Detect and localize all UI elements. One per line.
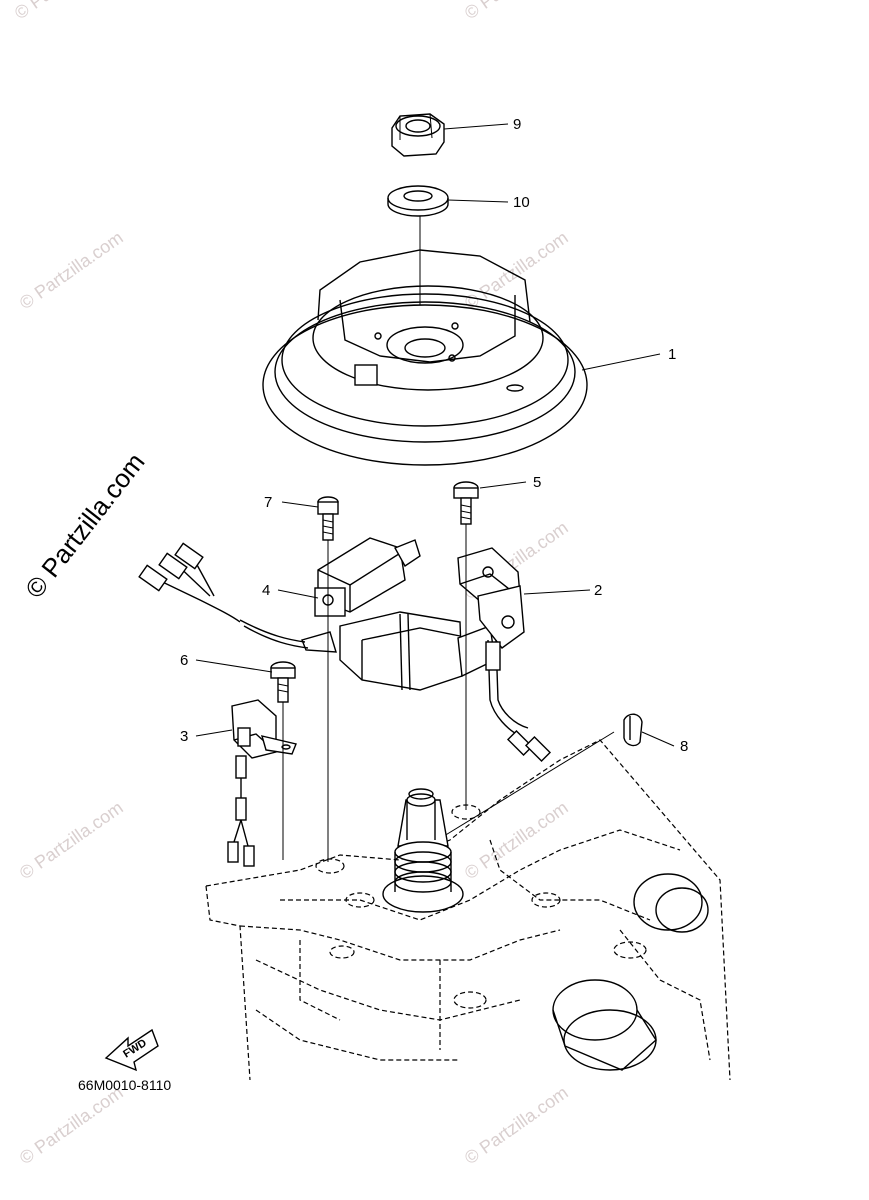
callout-8: 8 <box>680 738 688 755</box>
watermark: © Partzilla.com <box>16 1082 127 1168</box>
part-5-bolt <box>453 481 479 525</box>
callout-1: 1 <box>668 346 676 363</box>
watermark: © Partzilla.com <box>16 797 127 883</box>
part-9-nut <box>391 113 445 157</box>
watermark: © Partzilla.com <box>16 227 127 313</box>
watermark: © Partzilla.com <box>461 0 572 23</box>
callout-9: 9 <box>513 116 521 133</box>
callout-3: 3 <box>180 728 188 745</box>
callout-7: 7 <box>264 494 272 511</box>
callout-lines <box>195 123 675 747</box>
part-8-key <box>623 713 643 747</box>
callout-10: 10 <box>513 194 530 211</box>
callout-4: 4 <box>262 582 270 599</box>
wire-connectors-left <box>138 542 241 623</box>
engine-block <box>205 739 731 1081</box>
forward-arrow: FWD <box>104 1028 159 1072</box>
watermark: © Partzilla.com <box>461 1082 572 1168</box>
part-4-stator-coil <box>239 537 496 691</box>
part-code: 66M0010-8110 <box>78 1077 171 1093</box>
watermark: © Partzilla.com <box>11 0 122 23</box>
part-6-bolt <box>270 661 296 703</box>
watermark: © Partzilla.com <box>461 227 572 313</box>
callout-labels: 9 10 1 7 5 4 2 6 3 8 <box>180 116 688 755</box>
callout-2: 2 <box>594 582 602 599</box>
callout-6: 6 <box>180 652 188 669</box>
callout-5: 5 <box>533 474 541 491</box>
part-7-bolt <box>317 496 339 541</box>
part-3-sensor <box>227 699 297 867</box>
part-10-washer <box>387 185 449 217</box>
part-1-flywheel <box>262 249 588 466</box>
part-2-pulser-coil <box>457 547 552 763</box>
watermark: © Partzilla.com <box>461 797 572 883</box>
watermark-main: © Partzilla.com <box>19 447 151 604</box>
